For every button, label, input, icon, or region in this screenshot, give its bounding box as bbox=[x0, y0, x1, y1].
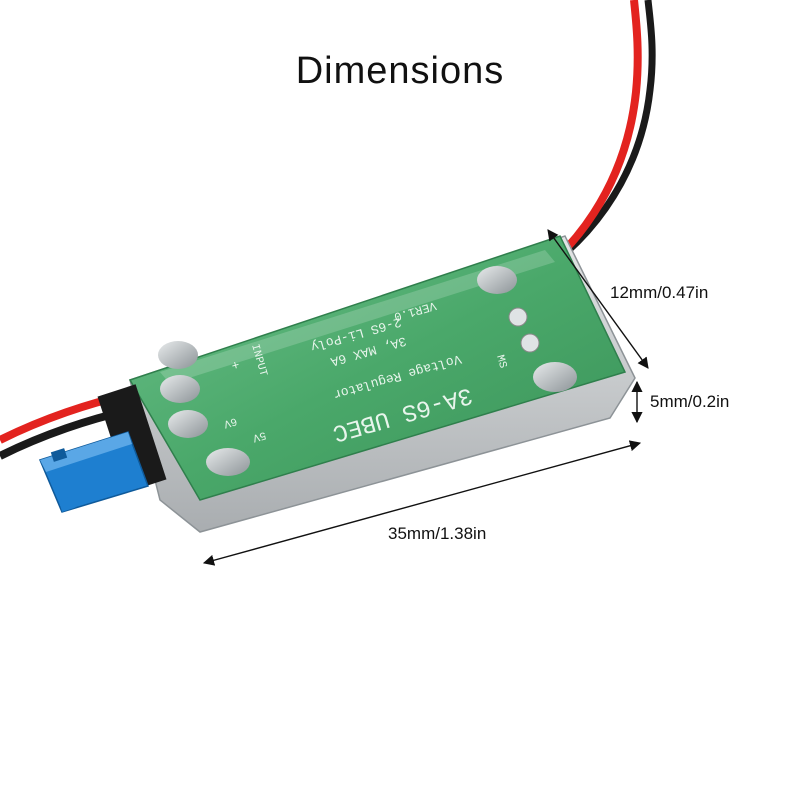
pcb-plus-text: + bbox=[229, 356, 241, 373]
length-arrow bbox=[202, 440, 642, 566]
ubec-module: 3A-6S UBEC Voltage Regulator 3A, MAX 6A … bbox=[128, 235, 636, 533]
length-dimension-label: 35mm/1.38in bbox=[388, 524, 487, 543]
width-arrow bbox=[547, 229, 649, 369]
jumper-connector bbox=[38, 384, 167, 513]
pcb-board bbox=[128, 235, 627, 501]
dimension-arrows bbox=[202, 229, 649, 566]
pcb-6v-text: 6V bbox=[222, 414, 238, 429]
pcb-5v-text: 5V bbox=[251, 428, 267, 443]
height-dimension-label: 5mm/0.2in bbox=[650, 392, 730, 411]
pcb-ms-text: MS bbox=[493, 354, 508, 370]
page-title: Dimensions bbox=[295, 50, 505, 92]
width-dimension-label: 12mm/0.47in bbox=[610, 283, 709, 302]
